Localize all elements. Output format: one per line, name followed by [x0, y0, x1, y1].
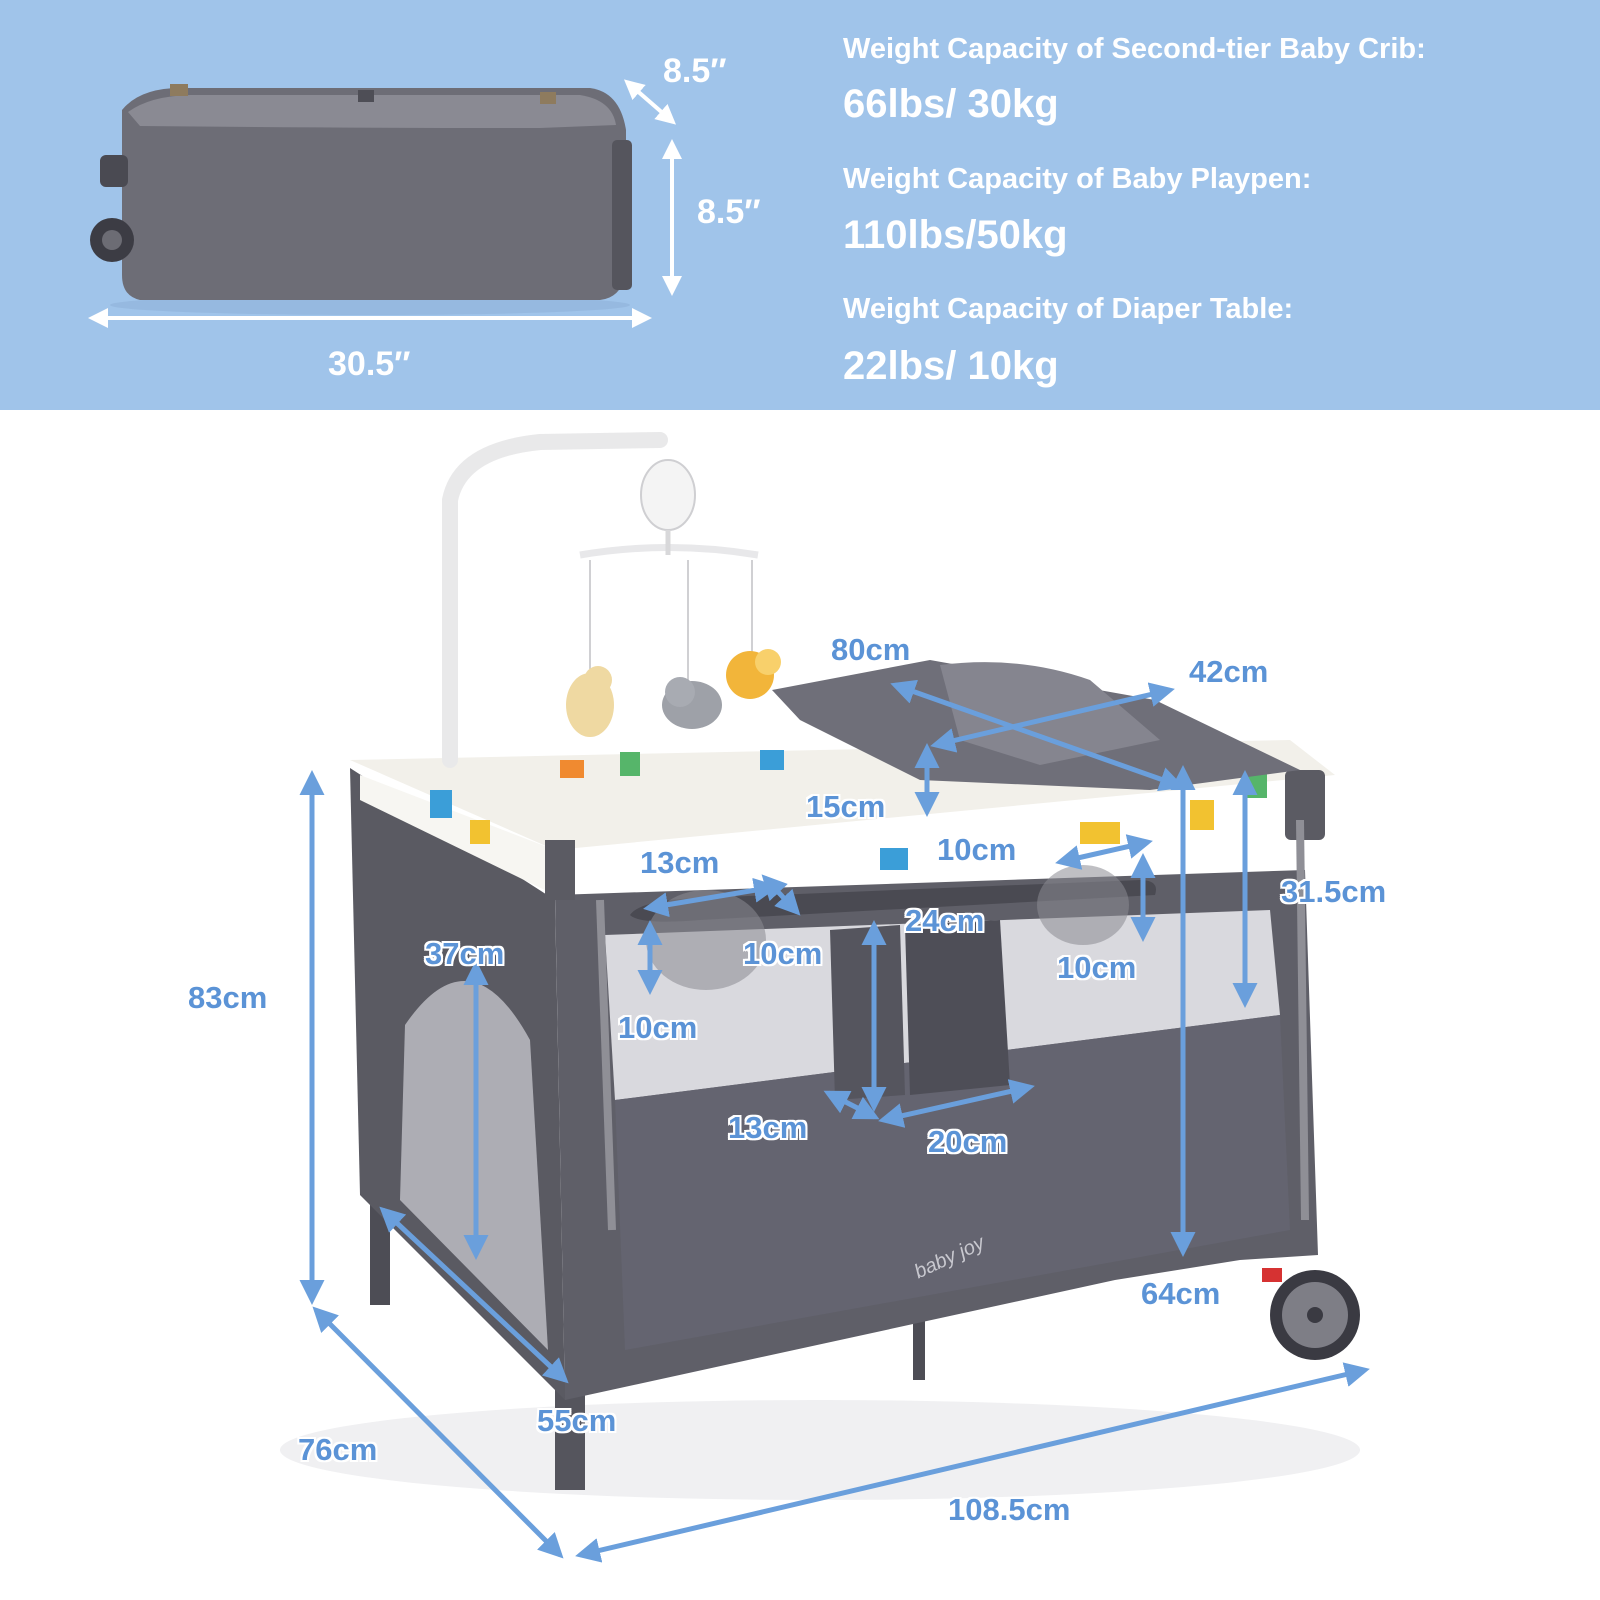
playpen-capacity-title: Weight Capacity of Baby Playpen:: [843, 163, 1312, 195]
shelf-gap-label: 10cm: [937, 832, 1017, 867]
bassinet-floor-height-label: 64cm: [1141, 1276, 1221, 1311]
total-height-label: 83cm: [188, 980, 268, 1015]
diaper-capacity-value: 22lbs/ 10kg: [843, 344, 1059, 388]
dimension-arrows: [299, 679, 1370, 1563]
folded-bag-image: [88, 79, 682, 328]
changer-width-label: 42cm: [1189, 654, 1269, 689]
cup-holder-height-label: 10cm: [618, 1010, 698, 1045]
depth-label: 76cm: [298, 1432, 378, 1467]
bassinet-wall-height-label: 31.5cm: [1281, 874, 1387, 909]
length-label: 108.5cm: [948, 1492, 1071, 1527]
playpen-capacity-value: 110lbs/50kg: [843, 213, 1068, 257]
basket-width-label: 10cm: [1057, 950, 1137, 985]
cup-holder-width-label: 13cm: [640, 845, 720, 880]
changer-depth-label: 15cm: [806, 789, 886, 824]
crib-capacity-value: 66lbs/ 30kg: [843, 82, 1059, 126]
folded-height-label: 8.5″: [697, 193, 761, 231]
cup-holder-depth-label: 10cm: [743, 936, 823, 971]
diaper-capacity-title: Weight Capacity of Diaper Table:: [843, 293, 1294, 325]
folded-length-label: 30.5″: [328, 345, 411, 383]
crib-width-label: 55cm: [537, 1403, 617, 1438]
pocket-width-label: 20cm: [928, 1124, 1008, 1159]
crib-capacity-title: Weight Capacity of Second-tier Baby Crib…: [843, 33, 1426, 65]
crib-side-height-label: 37cm: [425, 936, 505, 971]
pocket-depth-label: 13cm: [728, 1110, 808, 1145]
changer-length-label: 80cm: [831, 632, 911, 667]
organizer-width-label: 24cm: [905, 903, 985, 938]
folded-depth-label: 8.5″: [663, 52, 727, 90]
